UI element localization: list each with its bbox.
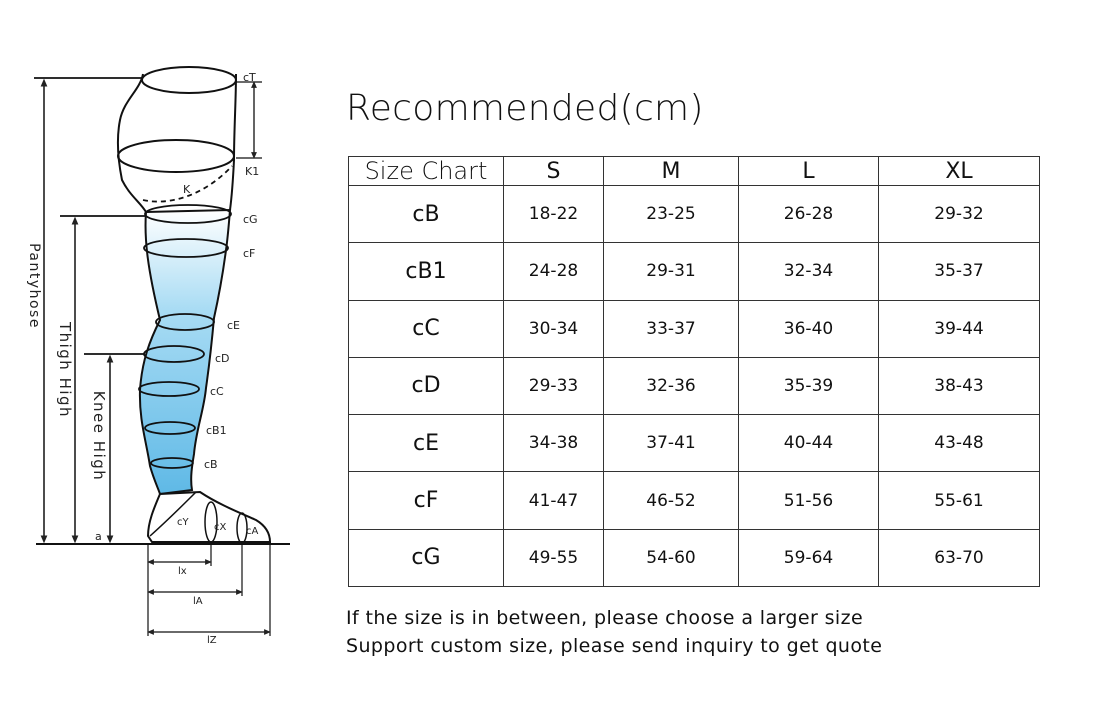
table-cell: 24-28 bbox=[503, 242, 604, 301]
label-lz: lZ bbox=[207, 635, 217, 646]
hip-ellipse bbox=[117, 139, 235, 173]
note-larger-size: If the size is in between, please choose… bbox=[346, 607, 864, 629]
table-cell: 23-25 bbox=[603, 184, 739, 244]
column-header-m: M bbox=[603, 156, 739, 186]
table-cell: 40-44 bbox=[738, 414, 879, 473]
table-cell: 55-61 bbox=[878, 471, 1040, 530]
table-cell: 63-70 bbox=[878, 528, 1040, 588]
row-label: cF bbox=[348, 471, 504, 530]
table-cell: 46-52 bbox=[603, 471, 739, 530]
label-pantyhose: Pantyhose bbox=[26, 243, 42, 329]
table-header-row: Size Chart S M L XL bbox=[348, 156, 1040, 186]
label-thigh-high: Thigh High bbox=[56, 321, 74, 418]
cx-ellipse bbox=[204, 501, 218, 543]
table-cell: 30-34 bbox=[503, 299, 604, 358]
row-label: cB bbox=[348, 184, 504, 244]
table-cell: 37-41 bbox=[603, 414, 739, 473]
cb1-ellipse bbox=[144, 421, 196, 435]
table-cell: 43-48 bbox=[878, 414, 1040, 473]
label-a: a bbox=[95, 530, 102, 543]
table-cell: 35-37 bbox=[878, 242, 1040, 301]
table-cell: 59-64 bbox=[738, 528, 879, 588]
table-cell: 33-37 bbox=[603, 299, 739, 358]
table-corner-label: Size Chart bbox=[348, 156, 504, 186]
row-label: cG bbox=[348, 528, 504, 588]
label-cb1: cB1 bbox=[206, 424, 227, 437]
table-cell: 34-38 bbox=[503, 414, 604, 473]
table-cell: 38-43 bbox=[878, 356, 1040, 416]
column-header-s: S bbox=[503, 156, 604, 186]
column-header-xl: XL bbox=[878, 156, 1040, 186]
k-dashed-line bbox=[142, 165, 233, 203]
table-cell: 18-22 bbox=[503, 184, 604, 244]
leg-measurement-diagram: Pantyhose Thigh High Knee High cT K1 K c… bbox=[26, 66, 290, 646]
row-label: cD bbox=[348, 356, 504, 416]
page-title: Recommended(cm) bbox=[346, 88, 704, 129]
table-cell: 51-56 bbox=[738, 471, 879, 530]
column-header-l: L bbox=[738, 156, 879, 186]
label-cc: cC bbox=[210, 385, 224, 398]
foot-cy-curve bbox=[149, 491, 197, 537]
table-cell: 54-60 bbox=[603, 528, 739, 588]
label-cd: cD bbox=[215, 352, 230, 365]
hip-outline-right bbox=[229, 73, 237, 211]
waist-ellipse bbox=[141, 66, 237, 94]
cc-ellipse bbox=[138, 381, 200, 397]
label-cf: cF bbox=[243, 247, 255, 260]
table-cell: 36-40 bbox=[738, 299, 879, 358]
table-cell: 29-33 bbox=[503, 356, 604, 416]
table-cell: 35-39 bbox=[738, 356, 879, 416]
table-cell: 32-36 bbox=[603, 356, 739, 416]
note-custom-size: Support custom size, please send inquiry… bbox=[346, 635, 883, 657]
table-cell: 49-55 bbox=[503, 528, 604, 588]
cg-ellipse bbox=[144, 204, 232, 224]
ce-ellipse bbox=[155, 313, 215, 331]
cb-ellipse bbox=[150, 457, 194, 469]
row-label: cC bbox=[348, 299, 504, 358]
label-lx: lx bbox=[178, 566, 187, 577]
label-cb: cB bbox=[204, 458, 218, 471]
label-la: lA bbox=[193, 596, 203, 607]
cf-ellipse bbox=[143, 238, 229, 258]
table-cell: 32-34 bbox=[738, 242, 879, 301]
label-k: K bbox=[183, 183, 191, 196]
table-cell: 39-44 bbox=[878, 299, 1040, 358]
label-cg: cG bbox=[243, 213, 258, 226]
size-notes: If the size is in between, please choose… bbox=[346, 604, 882, 660]
label-ca: cA bbox=[246, 526, 258, 537]
table-cell: 29-32 bbox=[878, 184, 1040, 244]
row-label: cE bbox=[348, 414, 504, 473]
label-cy: cY bbox=[177, 517, 189, 528]
label-ce: cE bbox=[227, 319, 240, 332]
row-label: cB1 bbox=[348, 242, 504, 301]
hip-outline bbox=[116, 73, 147, 213]
label-knee-high: Knee High bbox=[90, 391, 108, 482]
table-cell: 41-47 bbox=[503, 471, 604, 530]
table-cell: 29-31 bbox=[603, 242, 739, 301]
label-cx: cX bbox=[214, 522, 226, 533]
label-ct: cT bbox=[243, 71, 256, 84]
foot-outline bbox=[146, 490, 272, 543]
table-cell: 26-28 bbox=[738, 184, 879, 244]
label-k1: K1 bbox=[245, 165, 259, 178]
